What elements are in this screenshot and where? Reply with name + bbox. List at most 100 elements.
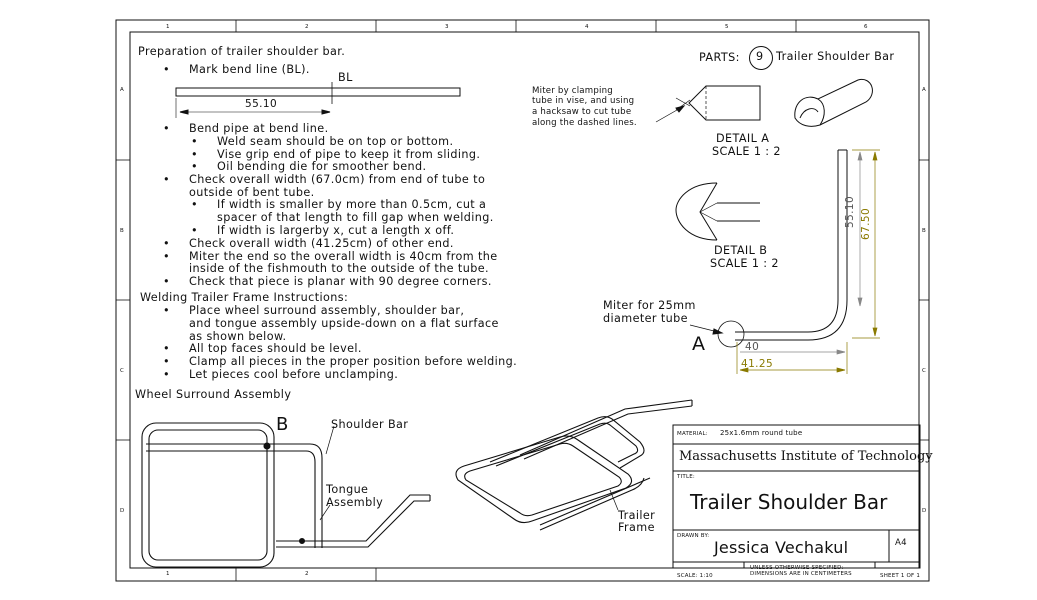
zone-col-2: 2: [305, 24, 309, 30]
note-bullet: •: [191, 224, 198, 237]
note-line: spacer of that length to fill gap when w…: [217, 211, 494, 224]
zone-col-6: 6: [864, 24, 868, 30]
bend-line-label: BL: [338, 71, 353, 84]
welding-line: and tongue assembly upside-down on a fla…: [189, 317, 499, 330]
note-bullet: •: [191, 198, 198, 211]
welding-title: Welding Trailer Frame Instructions:: [140, 291, 349, 304]
welding-bullet: •: [163, 355, 170, 368]
title-label: TITLE:: [677, 474, 695, 480]
trailer-frame-label: Trailer: [618, 509, 656, 522]
detail-b-scale: SCALE 1 : 2: [710, 257, 779, 270]
note-bullet: •: [163, 63, 170, 76]
title-block-lines: [672, 424, 921, 569]
miter-note: along the dashed lines.: [532, 118, 637, 128]
part-number-balloon: [749, 46, 773, 70]
dim-55-label: 55.10: [245, 98, 278, 110]
miter-25-note: diameter tube: [603, 312, 688, 325]
welding-bullet: •: [163, 342, 170, 355]
detail-a-scale: SCALE 1 : 2: [712, 145, 781, 158]
miter-note: Miter by clamping: [532, 86, 613, 96]
note-line: inside of the fishmouth to the outside o…: [189, 262, 489, 275]
view-label-a: A: [692, 333, 705, 355]
dim-vertical-55: 55.10: [844, 195, 856, 228]
note-line: If width is smaller by more than 0.5cm, …: [217, 198, 487, 211]
zone-row-a: A: [120, 87, 124, 93]
shoulder-bar-leader: [325, 425, 335, 455]
dimension-note: UNLESS OTHERWISE SPECIFIED:: [750, 565, 844, 571]
trailer-frame-iso: [455, 399, 693, 531]
drawn-by-label: DRAWN BY:: [677, 533, 710, 539]
detail-b-view: [675, 182, 760, 241]
note-line: outside of bent tube.: [189, 186, 315, 199]
note-line: Check overall width (67.0cm) from end of…: [189, 173, 486, 186]
note-bullet: •: [163, 237, 170, 250]
detail-b-label: DETAIL B: [714, 244, 768, 257]
zone-row-b: B: [120, 228, 124, 234]
zone-col-bottom-1: 1: [166, 571, 170, 577]
trailer-frame-label: Frame: [618, 521, 655, 534]
trailer-frame-leader: [609, 489, 619, 511]
fishmouth-iso: [794, 78, 873, 127]
dimension-note: DIMENSIONS ARE IN CENTIMETERS: [750, 571, 852, 577]
outer-border: [115, 19, 930, 582]
zone-ticks: [116, 20, 929, 581]
zone-col-5: 5: [725, 24, 729, 30]
material-label: MATERIAL:: [677, 431, 708, 437]
weld-point: [298, 537, 306, 545]
note-bullet: •: [191, 148, 198, 161]
dim-4125: 41.25: [741, 358, 774, 370]
detail-a-view: [655, 85, 761, 123]
part-number: 9: [756, 50, 764, 63]
note-line: Check overall width (41.25cm) of other e…: [189, 237, 454, 250]
drawing-title: Trailer Shoulder Bar: [690, 490, 888, 514]
welding-line: All top faces should be level.: [189, 342, 362, 355]
dimension-lines: [736, 149, 880, 374]
weld-point: [263, 442, 271, 450]
miter-note: tube in vise, and using: [532, 96, 635, 106]
detail-a-callout: [717, 320, 745, 348]
notes-title: Preparation of trailer shoulder bar.: [138, 45, 346, 58]
note-bullet: •: [163, 173, 170, 186]
zone-row-c: C: [120, 368, 125, 374]
wheel-surround-title: Wheel Surround Assembly: [135, 388, 292, 401]
note-bullet: •: [191, 135, 198, 148]
drawn-by-name: Jessica Vechakul: [714, 538, 849, 557]
institution-name: Massachusetts Institute of Technology: [679, 449, 933, 464]
dim-vertical-67: 67.50: [860, 207, 872, 240]
tongue-label: Assembly: [326, 496, 384, 509]
note-line: Check that piece is planar with 90 degre…: [189, 275, 492, 288]
zone-col-4: 4: [585, 24, 589, 30]
note-line: Miter the end so the overall width is 40…: [189, 250, 498, 263]
zone-col-1: 1: [166, 24, 170, 30]
welding-line: Clamp all pieces in the proper position …: [189, 355, 518, 368]
straight-tube-view: [175, 82, 461, 118]
welding-line: Place wheel surround assembly, shoulder …: [189, 304, 465, 317]
note-line: Bend pipe at bend line.: [189, 122, 329, 135]
note-line: Vise grip end of pipe to keep it from sl…: [217, 148, 481, 161]
detail-a-label: DETAIL A: [716, 132, 770, 145]
zone-row-d: D: [120, 508, 125, 514]
note-line: Oil bending die for smoother bend.: [217, 160, 427, 173]
view-label-b: B: [276, 414, 289, 435]
note-line: Weld seam should be on top or bottom.: [217, 135, 454, 148]
note-bullet: •: [163, 122, 170, 135]
note-line: Mark bend line (BL).: [189, 63, 310, 76]
zone-row-b-right: B: [922, 228, 926, 234]
shoulder-bar-label: Shoulder Bar: [331, 418, 409, 431]
zone-row-c-right: C: [922, 368, 927, 374]
miter-note: a hacksaw to cut tube: [532, 107, 632, 117]
zone-row-d-right: D: [922, 508, 927, 514]
tongue-leader: [319, 504, 331, 521]
scale-label: SCALE: 1:10: [677, 573, 713, 579]
material-value: 25x1.6mm round tube: [720, 429, 803, 437]
part-name: Trailer Shoulder Bar: [776, 50, 895, 63]
parts-label: PARTS:: [699, 51, 740, 64]
welding-bullet: •: [163, 304, 170, 317]
zone-row-a-right: A: [922, 87, 926, 93]
welding-line: Let pieces cool before unclamping.: [189, 368, 399, 381]
bent-bar-view: [689, 149, 848, 348]
dim-40: 40: [745, 341, 760, 353]
welding-bullet: •: [163, 368, 170, 381]
note-bullet: •: [163, 250, 170, 263]
